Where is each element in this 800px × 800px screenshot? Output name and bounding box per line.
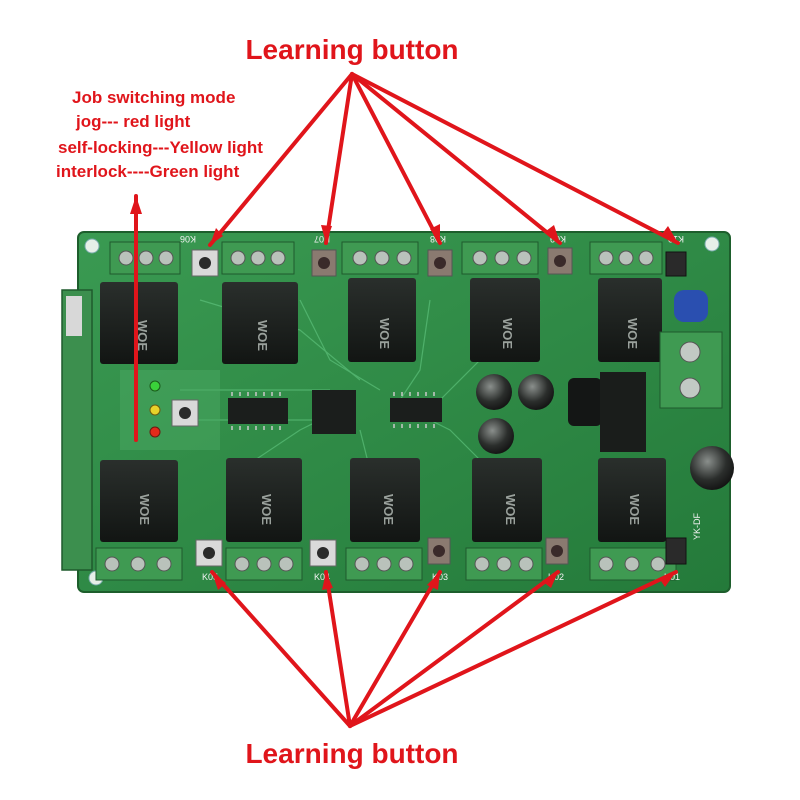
top-title: Learning button: [245, 34, 459, 65]
rf-module: [61, 289, 93, 571]
ic-chip: [228, 398, 288, 424]
blue-capacitor: [674, 290, 708, 322]
relay-marking: WOE: [381, 494, 396, 525]
relay-marking: WOE: [377, 318, 392, 349]
top-terminal-screws: [118, 250, 654, 266]
top-arrow-heads: [130, 196, 678, 245]
capacitor: [690, 446, 734, 490]
button-label: K05: [202, 572, 218, 582]
bottom-learning-buttons: [195, 537, 687, 567]
capacitor: [478, 418, 514, 454]
relay-marking: WOE: [135, 320, 150, 351]
ic-chip: [390, 398, 442, 422]
button-label: K04: [314, 572, 330, 582]
relay-marking: WOE: [500, 318, 515, 349]
mount-hole: [704, 236, 720, 252]
led-red: [149, 426, 161, 438]
button-label: K10: [668, 234, 684, 244]
bottom-arrows: [210, 570, 678, 728]
learning-button-top-5: [665, 251, 687, 277]
capacitor: [518, 374, 554, 410]
top-relays: [100, 278, 662, 364]
button-label: K03: [432, 572, 448, 582]
relay-marking: WOE: [255, 320, 270, 351]
mode-interlock: interlock----Green light: [56, 162, 240, 181]
capacitor: [476, 374, 512, 410]
mode-heading: Job switching mode: [72, 88, 236, 107]
top-learning-buttons: [191, 247, 687, 277]
mode-self-locking: self-locking---Yellow light: [58, 138, 263, 157]
relay-marking: WOE: [137, 494, 152, 525]
relay-marking: WOE: [503, 494, 518, 525]
button-label: K02: [548, 572, 564, 582]
relay-marking: WOE: [625, 318, 640, 349]
rf-module-chip: [66, 296, 82, 336]
led-yellow: [149, 404, 161, 416]
button-label: K07: [314, 234, 330, 244]
led-green: [149, 380, 161, 392]
bottom-title: Learning button: [245, 738, 459, 769]
voltage-regulator: [568, 378, 602, 426]
bottom-relays: [100, 458, 666, 542]
top-arrows: [134, 72, 680, 442]
learning-button-bottom-5: [665, 537, 687, 565]
transformer: [600, 372, 646, 452]
board-model: YK-DF: [692, 512, 702, 540]
button-label: K06: [180, 234, 196, 244]
relay-marking: WOE: [259, 494, 274, 525]
relay-markings: WOE WOE WOE WOE WOE WOE WOE WOE WOE WOE: [135, 318, 642, 525]
mount-hole: [84, 238, 100, 254]
relay-marking: WOE: [627, 494, 642, 525]
microcontroller: [312, 390, 356, 434]
mode-jog: jog--- red light: [76, 112, 191, 131]
bottom-terminal-screws: [104, 556, 666, 572]
chip-pins: [231, 392, 435, 430]
bottom-arrow-heads: [212, 572, 676, 590]
